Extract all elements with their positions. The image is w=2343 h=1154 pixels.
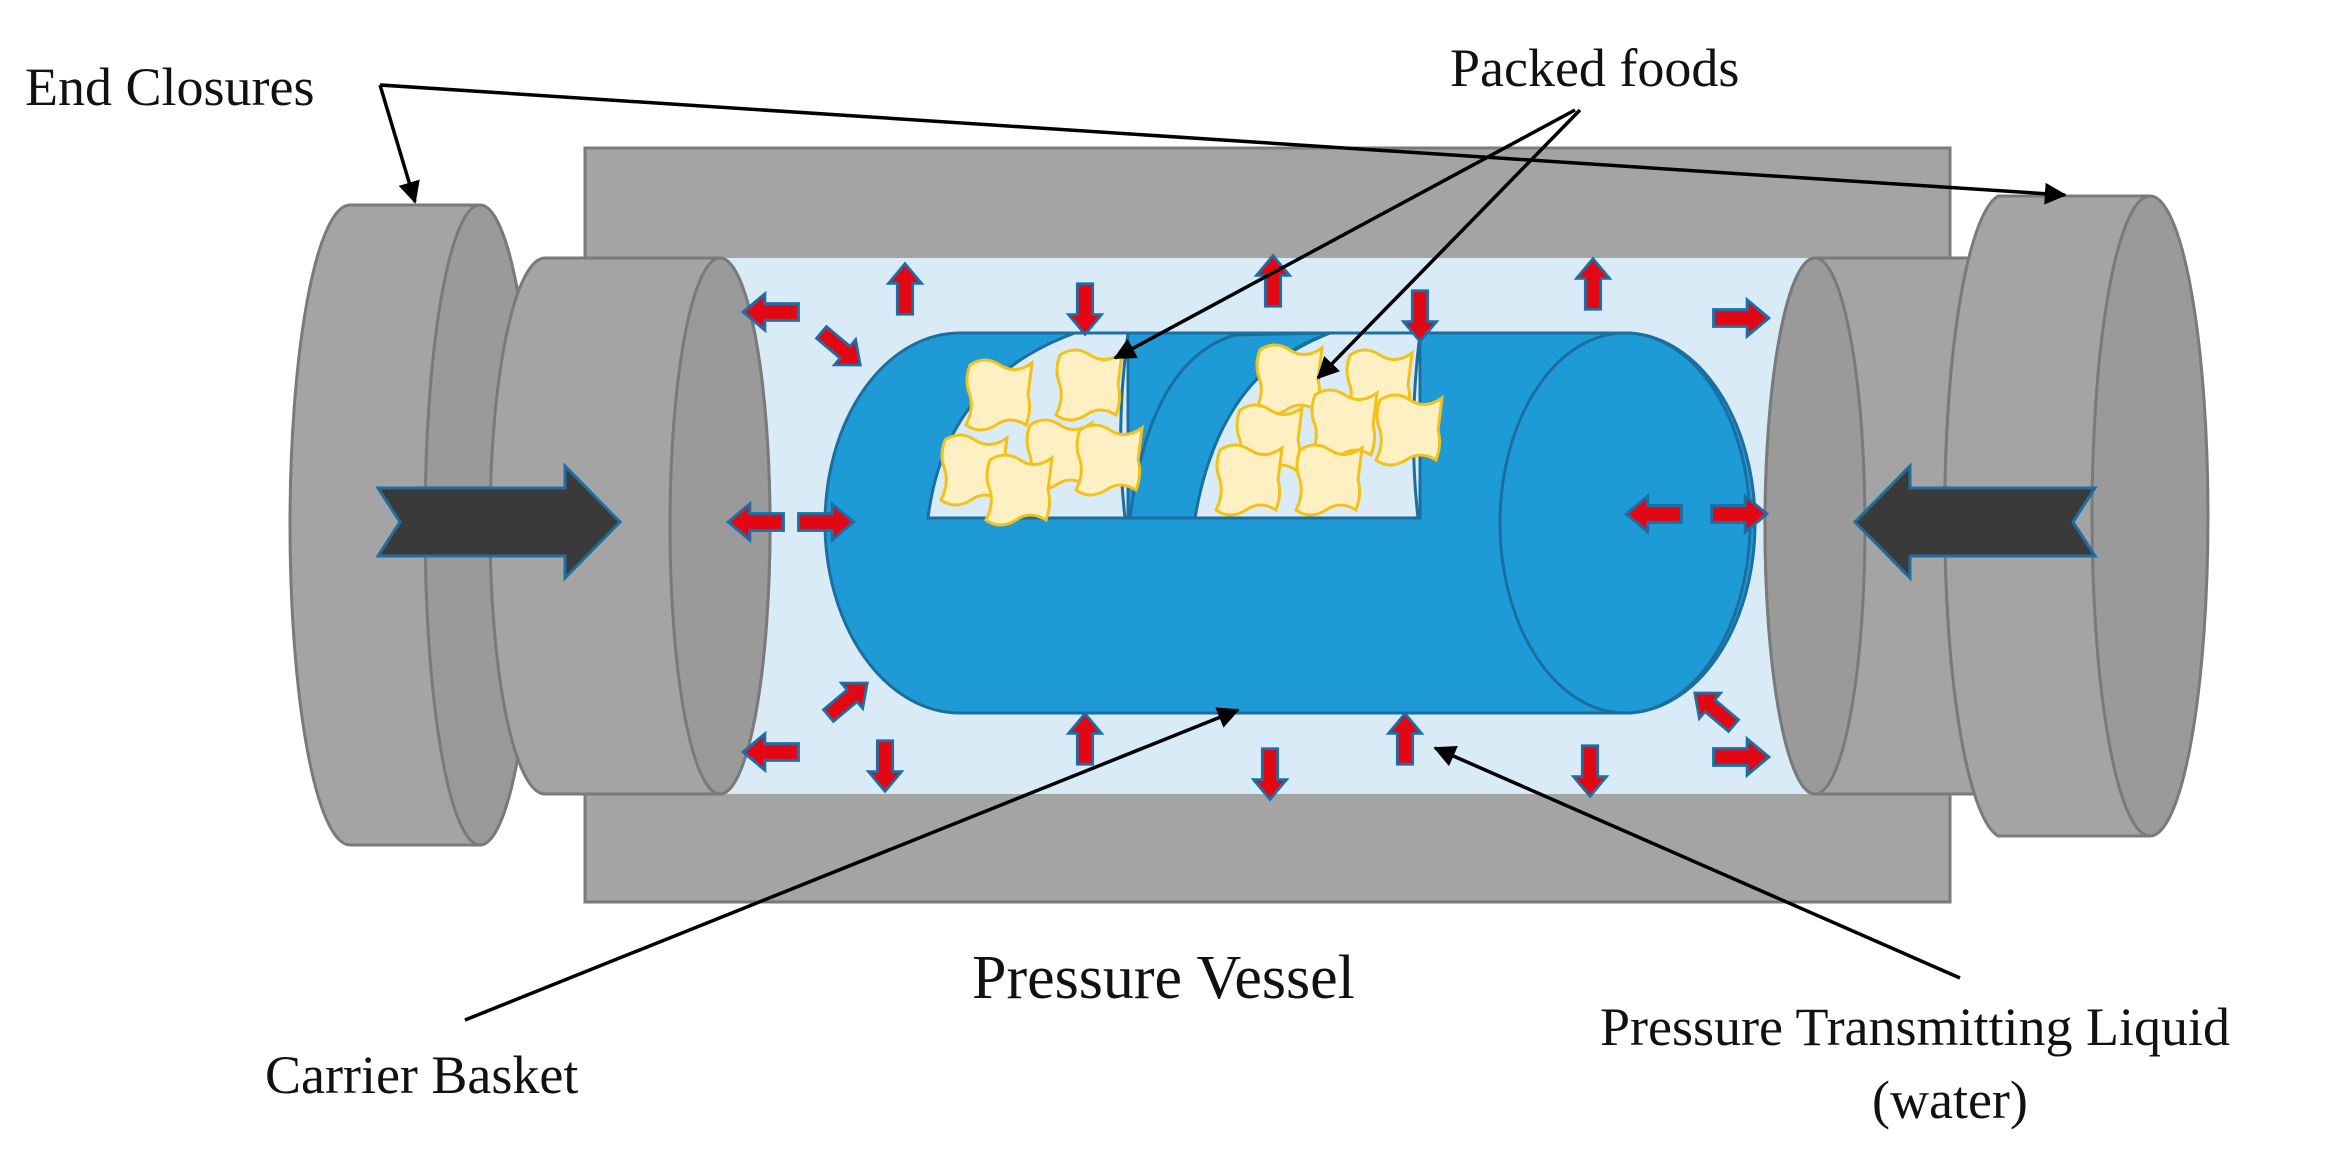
leader-lines	[378, 83, 2067, 1022]
label-pressure-liquid-line2: (water)	[1872, 1070, 2028, 1130]
label-packed-foods: Packed foods	[1450, 38, 1739, 98]
leader-carrier-basket	[464, 707, 1240, 1022]
leader-packed-foods-left	[1113, 108, 1576, 360]
label-pressure-vessel: Pressure Vessel	[972, 944, 1355, 1012]
piston-force-arrow-left	[375, 462, 623, 582]
leader-pressure-liquid	[1433, 746, 1961, 980]
vessel-bottom-wall	[583, 790, 1952, 904]
leader-end-closure-left	[378, 84, 420, 204]
leader-end-closure-right	[379, 83, 2067, 205]
label-end-closures: End Closures	[25, 57, 315, 117]
label-carrier-basket: Carrier Basket	[265, 1045, 578, 1105]
pressure-vessel	[583, 146, 1952, 904]
leader-packed-foods-right	[1316, 108, 1582, 380]
label-pressure-liquid-line1: Pressure Transmitting Liquid	[1600, 997, 2230, 1057]
vessel-top-wall	[583, 146, 1952, 262]
piston-force-arrow-right	[1852, 462, 2098, 582]
